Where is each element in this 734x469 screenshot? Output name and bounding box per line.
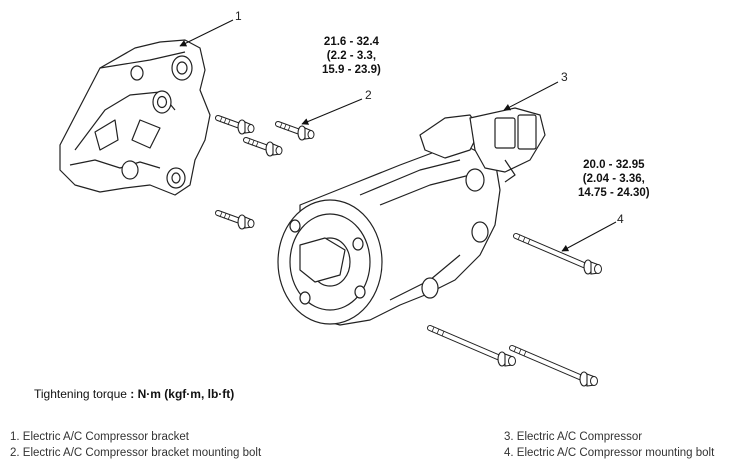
tightening-torque-note: Tightening torque : N·m (kgf·m, lb·ft) — [34, 387, 234, 401]
bracket-bolt-torque-spec: 21.6 - 32.4 (2.2 - 3.3, 15.9 - 23.9) — [322, 35, 381, 77]
note-label: Tightening torque — [34, 387, 127, 401]
torque-line-lbft: 15.9 - 23.9) — [322, 64, 381, 76]
callout-4: 4 — [617, 212, 624, 226]
callout-1: 1 — [235, 9, 242, 23]
legend-left: 1. Electric A/C Compressor bracket 2. El… — [10, 429, 261, 461]
callout-leaders — [179, 19, 617, 252]
compressor-bolt-torque-spec: 20.0 - 32.95 (2.04 - 3.36, 14.75 - 24.30… — [578, 158, 650, 200]
torque-line-kgfm: (2.04 - 3.36, — [582, 173, 645, 185]
legend-item: 3. Electric A/C Compressor — [504, 431, 643, 443]
torque-line-nm: 21.6 - 32.4 — [323, 36, 379, 48]
compressor-bracket-drawing — [59, 39, 211, 196]
callout-2: 2 — [365, 88, 372, 102]
electric-compressor-drawing — [277, 107, 546, 326]
torque-line-kgfm: (2.2 - 3.3, — [326, 50, 377, 62]
note-units: : N·m (kgf·m, lb·ft) — [130, 387, 235, 401]
legend-item: 2. Electric A/C Compressor bracket mount… — [10, 447, 262, 459]
legend-item: 1. Electric A/C Compressor bracket — [10, 431, 189, 443]
callout-3: 3 — [561, 70, 568, 84]
torque-line-nm: 20.0 - 32.95 — [583, 159, 645, 171]
torque-line-lbft: 14.75 - 24.30) — [578, 187, 650, 199]
legend-right: 3. Electric A/C Compressor 4. Electric A… — [504, 429, 714, 461]
legend-item: 4. Electric A/C Compressor mounting bolt — [504, 447, 715, 459]
